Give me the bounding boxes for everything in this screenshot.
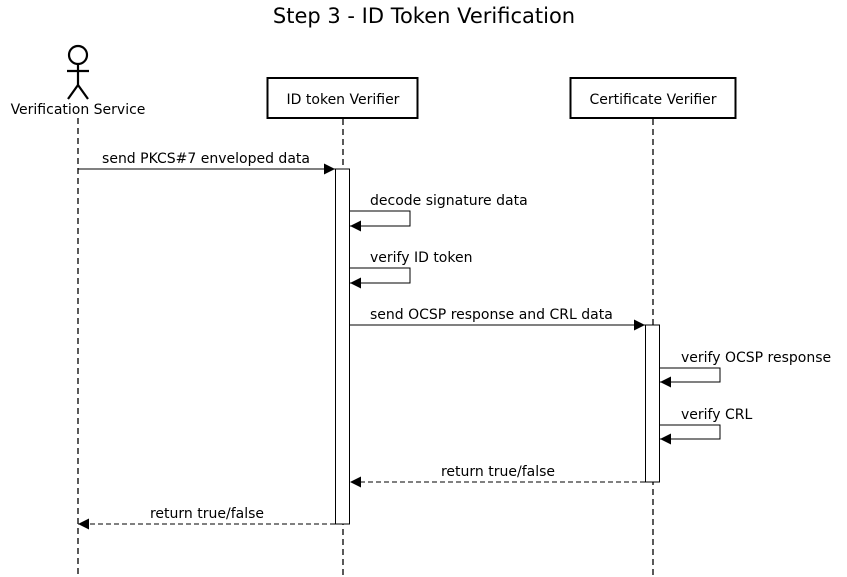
message-label: verify ID token <box>370 250 472 266</box>
actor-label: Verification Service <box>11 102 146 118</box>
stick-figure-icon <box>67 44 89 100</box>
activation-bar-id-token-verifier <box>335 168 350 525</box>
message-decode-signature: decode signature data <box>350 193 528 232</box>
message-verify-ocsp: verify OCSP response <box>660 350 831 388</box>
message-label: decode signature data <box>370 193 528 209</box>
message-label: send OCSP response and CRL data <box>370 307 613 323</box>
message-label: send PKCS#7 enveloped data <box>102 151 310 167</box>
activation-bar-certificate-verifier <box>645 324 660 483</box>
message-label: verify OCSP response <box>681 350 831 366</box>
message-return-cert: return true/false <box>350 464 645 488</box>
message-return-idtoken: return true/false <box>78 506 335 530</box>
diagram-title: Step 3 - ID Token Verification <box>273 4 575 28</box>
message-verify-id-token: verify ID token <box>350 250 472 289</box>
message-send-ocsp-crl: send OCSP response and CRL data <box>350 307 645 331</box>
participant-label: ID token Verifier <box>287 92 400 108</box>
message-label: verify CRL <box>681 407 752 423</box>
message-verify-crl: verify CRL <box>660 407 752 445</box>
participant-label: Certificate Verifier <box>589 92 716 108</box>
participant-certificate-verifier: Certificate Verifier <box>569 77 737 119</box>
participant-id-token-verifier: ID token Verifier <box>266 77 419 119</box>
message-label: return true/false <box>150 506 264 522</box>
message-send-pkcs7: send PKCS#7 enveloped data <box>78 151 335 175</box>
message-label: return true/false <box>441 464 555 480</box>
